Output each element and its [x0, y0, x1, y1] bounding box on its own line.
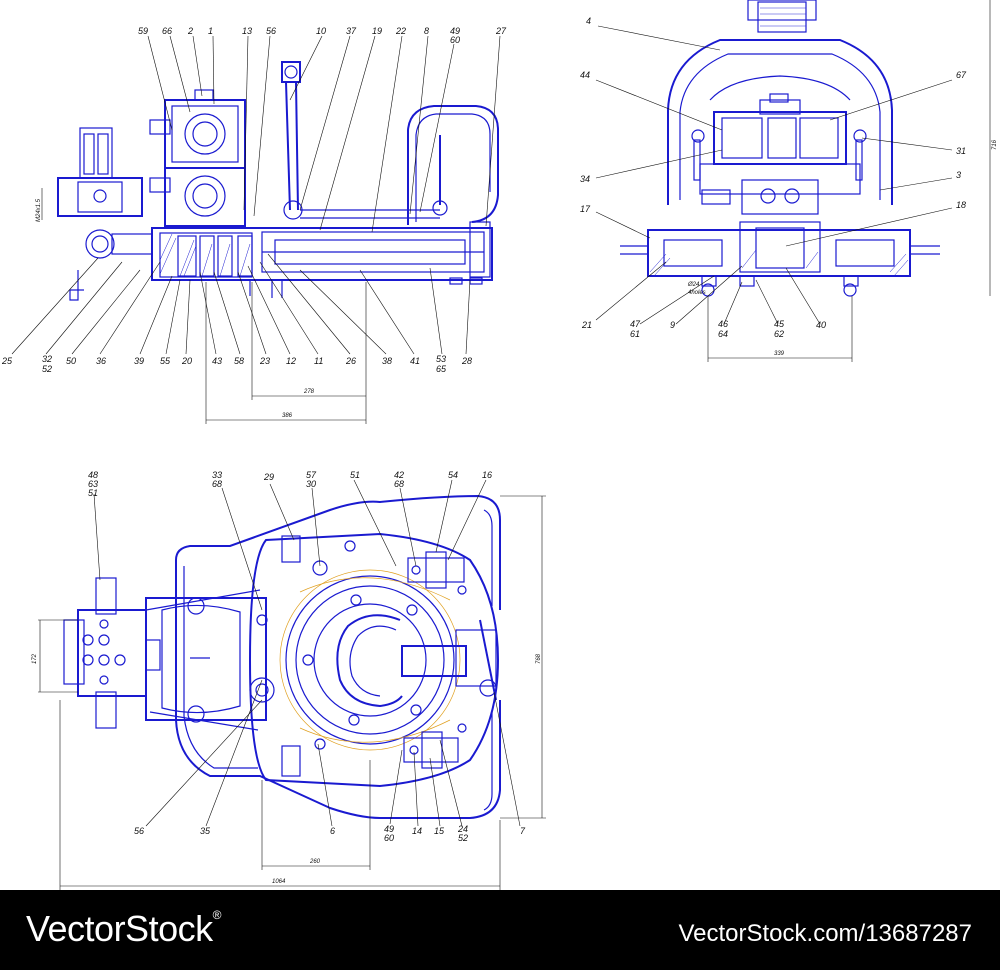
callout-11: 11 — [314, 356, 323, 366]
callout-46: 46 — [718, 319, 728, 329]
callout-6: 6 — [330, 826, 335, 836]
callout-64: 64 — [718, 329, 728, 339]
callout-56: 56 — [266, 26, 276, 36]
callout-58: 58 — [234, 356, 244, 366]
callout-59: 59 — [138, 26, 148, 36]
callout-27: 27 — [495, 26, 507, 36]
callout-41: 41 — [410, 356, 420, 366]
callout-35: 35 — [200, 826, 211, 836]
callout-49: 49 — [450, 26, 460, 36]
callout-37: 37 — [346, 26, 357, 36]
dim-386: 386 — [282, 413, 293, 419]
callout-39: 39 — [134, 356, 144, 366]
callout-31: 31 — [956, 146, 966, 156]
callout-1: 1 — [208, 26, 213, 36]
callout-63: 63 — [88, 479, 98, 489]
callout-40: 40 — [816, 320, 826, 330]
callout-4: 4 — [586, 16, 591, 26]
callout-20: 20 — [181, 356, 192, 366]
callout-55: 55 — [160, 356, 171, 366]
callout-57: 57 — [306, 470, 317, 480]
front-view-leaders — [595, 0, 991, 362]
side-view — [57, 61, 499, 301]
dim-holes-count: 4holes — [688, 290, 706, 296]
image-url: VectorStock.com/13687287 — [678, 920, 972, 947]
callout-29: 29 — [263, 472, 274, 482]
callout-18: 18 — [956, 200, 966, 210]
side-view-leaders — [11, 35, 501, 355]
top-view-leaders — [38, 479, 546, 890]
callout-17: 17 — [580, 204, 591, 214]
callout-13: 13 — [242, 26, 252, 36]
dim-1064: 1064 — [272, 879, 286, 885]
callout-51a: 51 — [88, 488, 98, 498]
callout-8: 8 — [424, 26, 429, 36]
callout-60b: 60 — [384, 833, 394, 843]
callout-24: 24 — [457, 824, 468, 834]
front-view — [620, 0, 940, 297]
callout-42: 42 — [394, 470, 404, 480]
callout-44: 44 — [580, 70, 590, 80]
dim-thread: M24x1.5 — [36, 198, 42, 222]
callout-38: 38 — [382, 356, 392, 366]
callout-15: 15 — [434, 826, 445, 836]
callout-61: 61 — [630, 329, 640, 339]
callout-66: 66 — [162, 26, 172, 36]
callout-32: 32 — [42, 354, 52, 364]
brand-reg: ® — [212, 908, 222, 922]
callout-53: 53 — [436, 354, 446, 364]
dim-260: 260 — [309, 859, 321, 865]
dim-172: 172 — [32, 653, 38, 664]
callout-14: 14 — [412, 826, 422, 836]
brand-logo: VectorStock® — [26, 908, 221, 950]
callout-65: 65 — [436, 364, 447, 374]
callout-62: 62 — [774, 329, 784, 339]
dim-716: 716 — [992, 139, 998, 150]
callout-48: 48 — [88, 470, 98, 480]
callout-22: 22 — [395, 26, 406, 36]
watermark-footer: VectorStock® VectorStock.com/13687287 — [0, 890, 1000, 970]
technical-drawing: 59 66 2 1 13 56 10 37 19 22 8 49 60 27 2… — [1, 0, 998, 890]
callout-7: 7 — [520, 826, 526, 836]
callout-47: 47 — [630, 319, 641, 329]
callout-10: 10 — [316, 26, 326, 36]
callout-2: 2 — [187, 26, 193, 36]
callout-28: 28 — [461, 356, 472, 366]
callout-54: 54 — [448, 470, 458, 480]
dim-339: 339 — [774, 351, 785, 357]
callout-34: 34 — [580, 174, 590, 184]
callout-51b: 51 — [350, 470, 360, 480]
callout-25: 25 — [1, 356, 13, 366]
dim-278: 278 — [303, 389, 315, 395]
brand-text: VectorStock — [26, 908, 213, 949]
dim-768: 768 — [536, 653, 542, 664]
callout-68a: 68 — [212, 479, 222, 489]
callout-60: 60 — [450, 35, 460, 45]
dim-holes: Ø24 — [687, 282, 700, 288]
callout-56b: 56 — [134, 826, 144, 836]
top-view — [63, 494, 501, 819]
callout-21: 21 — [581, 320, 592, 330]
callout-49b: 49 — [384, 824, 394, 834]
callout-36: 36 — [96, 356, 106, 366]
callout-33: 33 — [212, 470, 222, 480]
side-dimensions — [41, 188, 367, 424]
callout-68b: 68 — [394, 479, 404, 489]
callout-3: 3 — [956, 170, 961, 180]
callout-45: 45 — [774, 319, 785, 329]
callout-67: 67 — [956, 70, 967, 80]
callout-26: 26 — [345, 356, 356, 366]
callout-52: 52 — [42, 364, 52, 374]
callout-50: 50 — [66, 356, 76, 366]
callout-9: 9 — [670, 320, 675, 330]
callout-12: 12 — [286, 356, 296, 366]
callout-30: 30 — [306, 479, 316, 489]
callout-19: 19 — [372, 26, 382, 36]
callout-43: 43 — [212, 356, 222, 366]
callout-16: 16 — [482, 470, 492, 480]
callout-52b: 52 — [458, 833, 468, 843]
callout-23: 23 — [259, 356, 270, 366]
